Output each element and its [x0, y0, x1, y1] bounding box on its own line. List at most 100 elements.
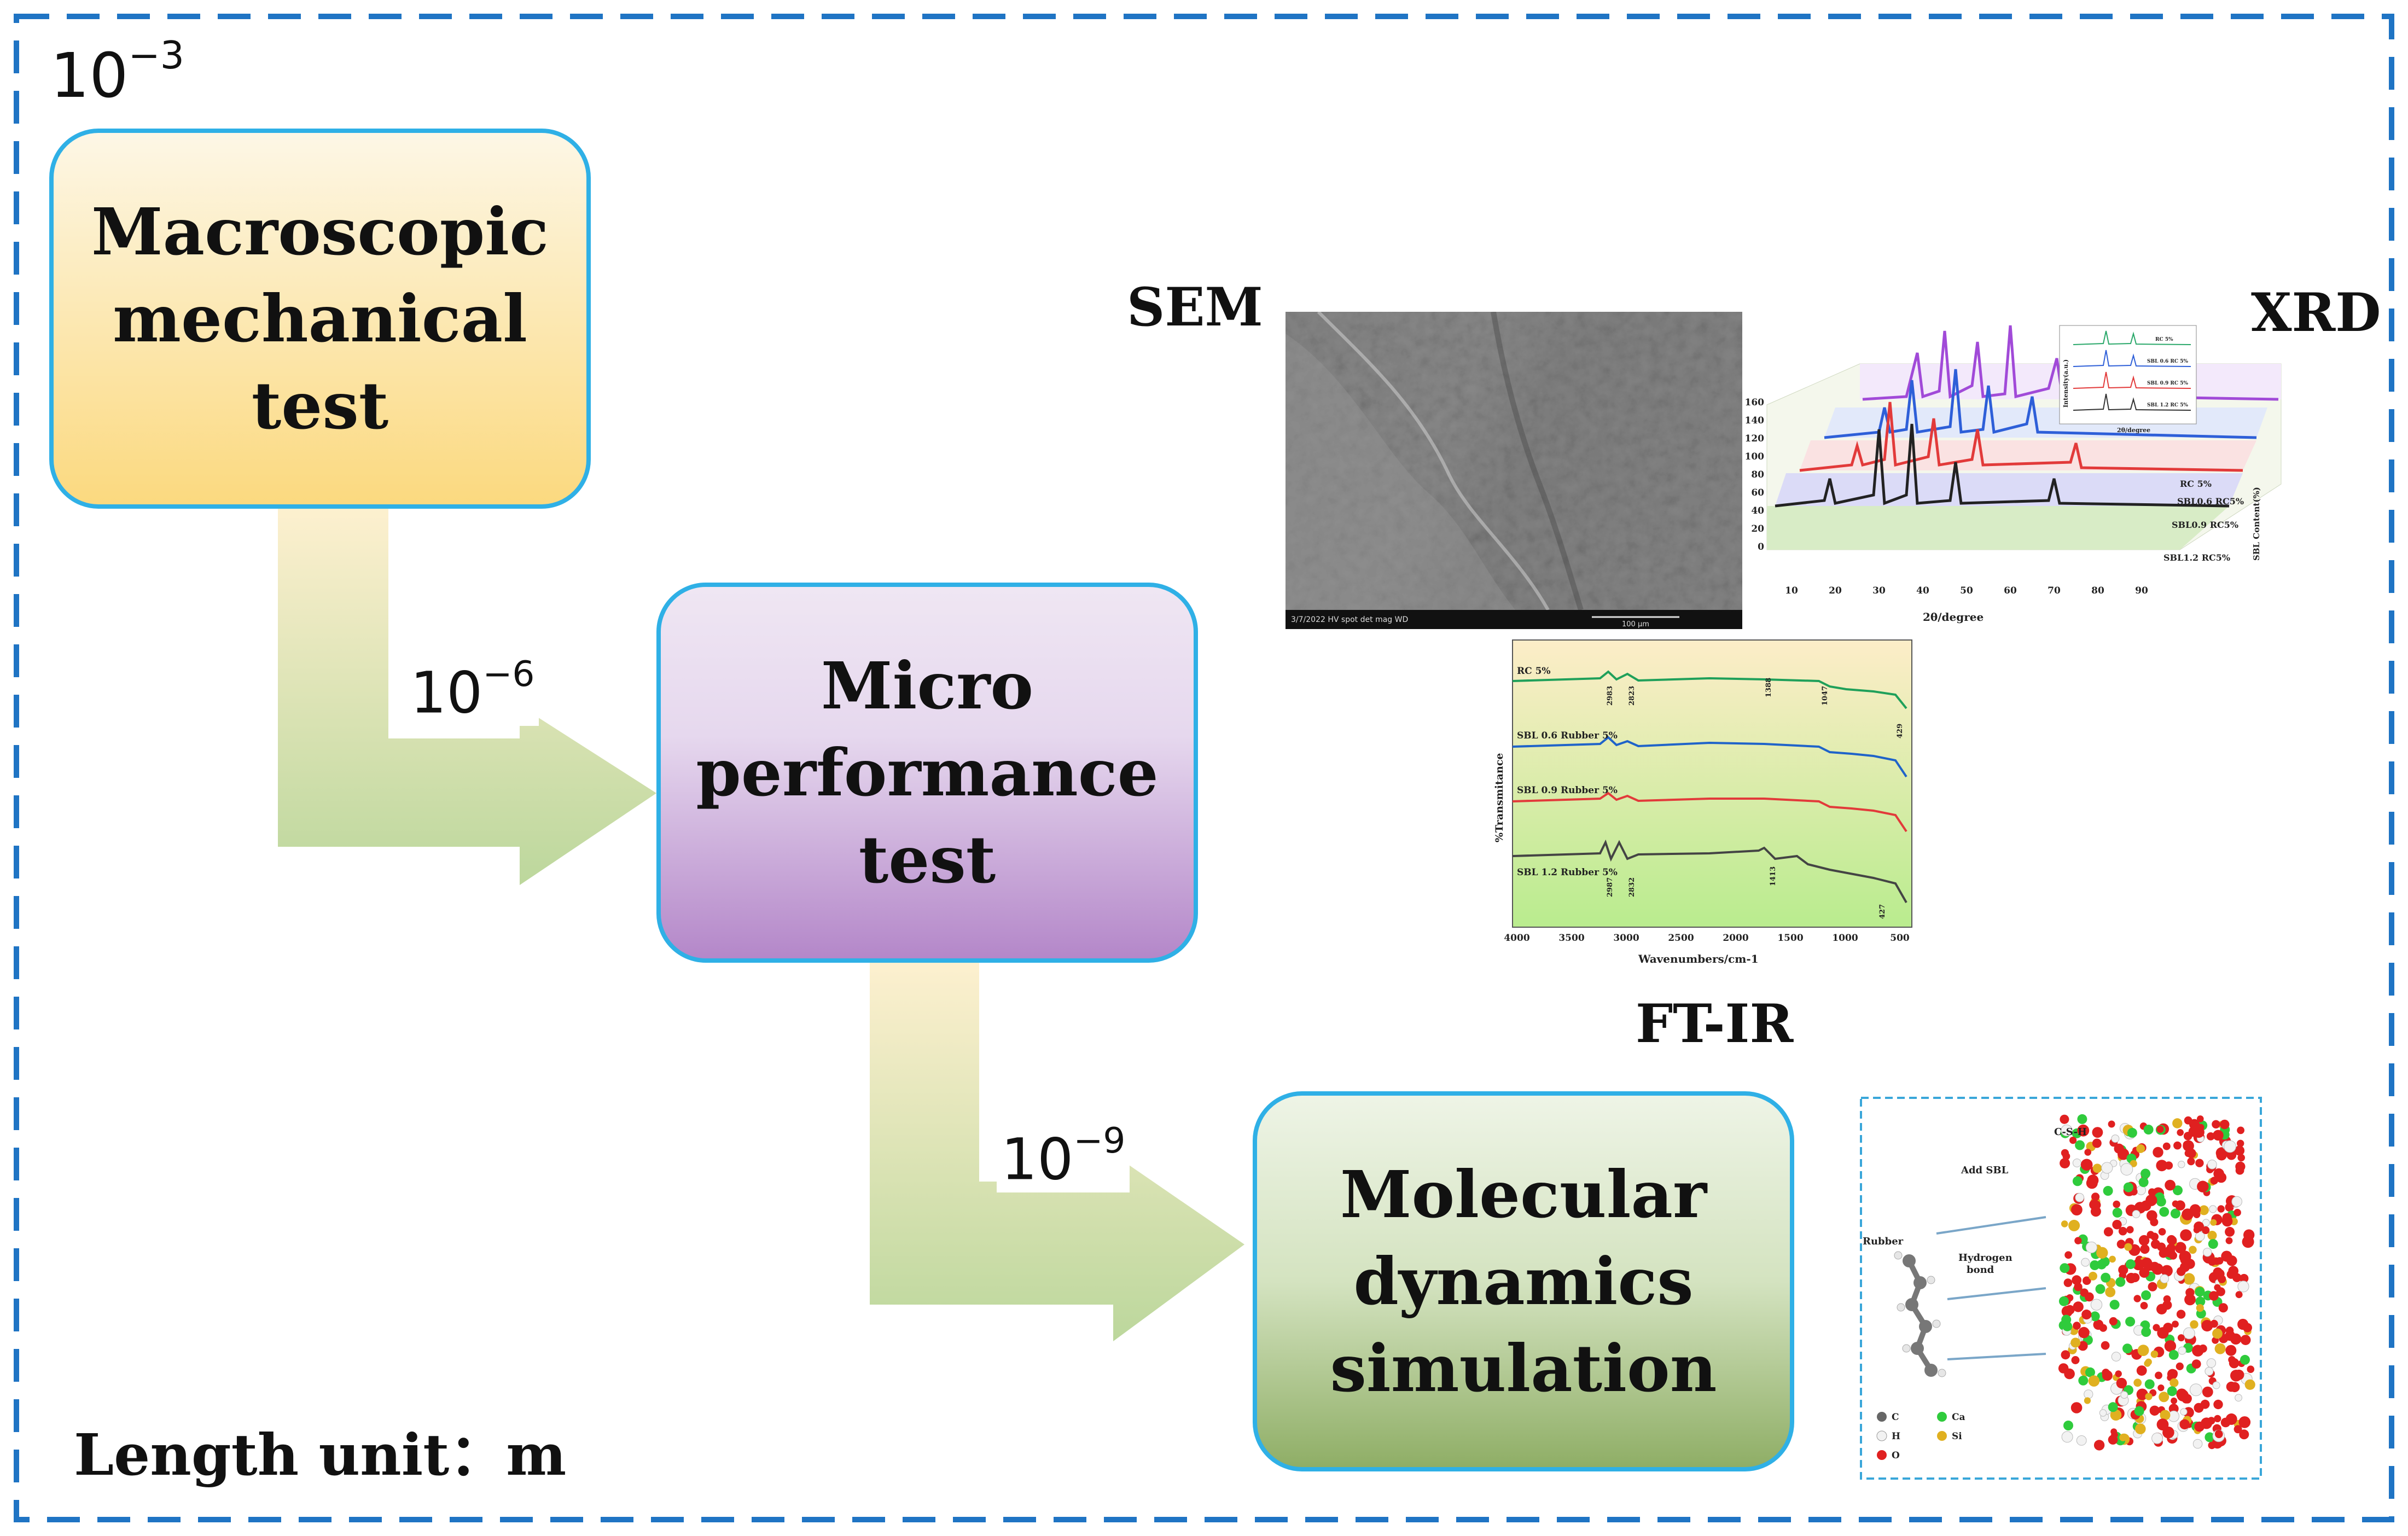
- xrd-ytick: 120: [1745, 433, 1765, 444]
- ftir-peak-label: 2987: [1606, 877, 1614, 897]
- atom: [2163, 1295, 2171, 1303]
- xrd-series-label: RC 5%: [2180, 479, 2212, 489]
- ftir-ylabel: %Transmitance: [1493, 753, 1505, 842]
- atom: [2218, 1303, 2228, 1313]
- atom: [2112, 1207, 2122, 1218]
- atom: [2064, 1251, 2072, 1259]
- atom: [2111, 1352, 2121, 1362]
- xrd-ytick: 80: [1751, 469, 1764, 480]
- atom: [2222, 1213, 2232, 1223]
- atom: [2214, 1284, 2221, 1291]
- atom: [2151, 1240, 2160, 1249]
- atom: [2070, 1402, 2083, 1413]
- atom: [2243, 1229, 2255, 1241]
- atom: [2231, 1196, 2243, 1207]
- atom: [2105, 1287, 2116, 1298]
- atom: [2167, 1386, 2177, 1397]
- xrd-series-label: SBL0.6 RC5%: [2177, 496, 2244, 507]
- atom: [2080, 1288, 2089, 1297]
- ftir-xtick: 3500: [1558, 933, 1584, 944]
- atom: [2144, 1360, 2151, 1367]
- atom: [2159, 1207, 2169, 1217]
- atom: [2170, 1208, 2180, 1219]
- atom: [2191, 1359, 2201, 1369]
- md-label-add-sbl: Add SBL: [1961, 1165, 2009, 1176]
- atom: [2101, 1272, 2111, 1283]
- atom: [2155, 1371, 2162, 1380]
- atom: [2225, 1413, 2237, 1425]
- xrd-ytick: 40: [1751, 505, 1764, 516]
- atom: [2233, 1425, 2242, 1434]
- atom: [2244, 1379, 2255, 1390]
- atom: [2101, 1341, 2110, 1350]
- atom: [2083, 1276, 2091, 1285]
- atom: [2075, 1140, 2085, 1150]
- atom: [2169, 1369, 2178, 1378]
- atom: [2092, 1138, 2102, 1148]
- atom: [2073, 1301, 2084, 1312]
- atom: [2165, 1179, 2176, 1191]
- ftir-xtick: 500: [1890, 933, 1910, 944]
- atom: [2087, 1174, 2099, 1186]
- atom: [2090, 1311, 2100, 1322]
- atom: [2183, 1327, 2195, 1340]
- atom: [2206, 1358, 2217, 1368]
- xrd-ytick: 140: [1745, 415, 1765, 426]
- legend-h: H: [1892, 1431, 1900, 1442]
- atom: [2078, 1375, 2089, 1386]
- atom: [2177, 1334, 2185, 1342]
- atom: [2168, 1404, 2179, 1414]
- atom: [2122, 1343, 2132, 1354]
- atom: [2226, 1255, 2237, 1266]
- atom: [2148, 1188, 2156, 1196]
- legend-c: C: [1892, 1412, 1899, 1423]
- atom: [2080, 1159, 2093, 1171]
- ftir-peak-label: 2823: [1628, 686, 1636, 706]
- atom: [2177, 1129, 2184, 1136]
- atom: [2096, 1247, 2108, 1259]
- atom: [2113, 1200, 2120, 1208]
- atom: [2063, 1421, 2073, 1430]
- molecular-line3: simulation: [1330, 1330, 1717, 1407]
- atom: [2116, 1377, 2127, 1389]
- atom: [2184, 1149, 2192, 1157]
- atom: [2194, 1421, 2205, 1432]
- atom: [2101, 1162, 2113, 1174]
- atom: [2212, 1381, 2220, 1389]
- atom: [2109, 1255, 2116, 1263]
- atom: [2133, 1295, 2141, 1302]
- legend-ca: Ca: [1952, 1412, 1965, 1423]
- atom: [2195, 1296, 2206, 1307]
- legend-o: O: [1892, 1450, 1900, 1461]
- xrd-ytick: 0: [1758, 542, 1764, 552]
- atom: [2140, 1244, 2150, 1254]
- atom: [2235, 1161, 2246, 1172]
- atom: [2140, 1302, 2148, 1310]
- macroscopic-line2: mechanical test: [113, 280, 527, 444]
- xrd-inset-series: SBL 1.2 RC 5%: [2147, 403, 2188, 408]
- atom: [2136, 1388, 2148, 1400]
- atom: [2092, 1163, 2102, 1173]
- atom: [2180, 1229, 2192, 1241]
- atom: [2088, 1375, 2100, 1387]
- atom: [2214, 1269, 2225, 1279]
- sem-scalebar: 100 μm: [1622, 620, 1649, 629]
- xrd-xtick: 50: [1960, 585, 1973, 596]
- atom: [2210, 1219, 2217, 1226]
- atom: [2090, 1299, 2103, 1311]
- atom: [2237, 1318, 2249, 1330]
- ftir-xlabel: Wavenumbers/cm-1: [1638, 952, 1759, 965]
- atom: [2138, 1235, 2150, 1246]
- atom: [2179, 1419, 2190, 1430]
- atom: [2202, 1219, 2210, 1227]
- ftir-xtick: 1500: [1777, 933, 1803, 944]
- atom: [2062, 1321, 2073, 1331]
- atom: [2145, 1393, 2153, 1400]
- xrd-zlabel: SBL Content(%): [2252, 487, 2261, 561]
- atom: [2136, 1365, 2147, 1376]
- xrd-xtick: 40: [1916, 585, 1929, 596]
- csh-cluster: [2058, 1113, 2255, 1452]
- atom: [2167, 1235, 2176, 1244]
- atom: [2229, 1382, 2240, 1393]
- atom: [2150, 1232, 2159, 1241]
